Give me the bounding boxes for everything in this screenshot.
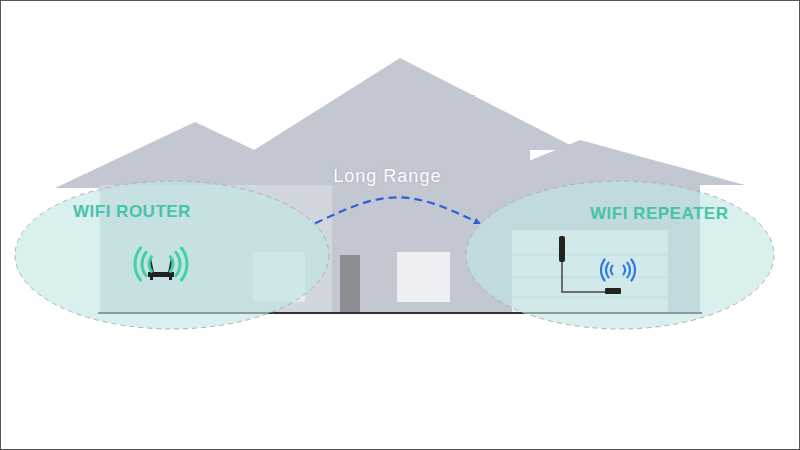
signal-wave — [170, 257, 173, 272]
signal-wave — [135, 248, 141, 280]
signal-wave — [627, 263, 630, 278]
door — [340, 255, 360, 313]
edge-label: Long Range — [333, 166, 441, 187]
zone-title: WIFI REPEATER — [590, 204, 728, 224]
signal-wave — [142, 252, 146, 275]
signal-wave — [181, 248, 187, 280]
signal-wave — [611, 266, 612, 275]
main-roof — [230, 58, 580, 165]
signal-wave — [601, 260, 605, 281]
roof-fill — [230, 150, 530, 190]
zone-title: WIFI ROUTER — [73, 202, 191, 222]
signal-wave — [606, 263, 609, 278]
coverage-zone: WIFI REPEATER — [465, 180, 775, 330]
right-window — [397, 252, 450, 302]
repeater-icon — [559, 236, 635, 294]
signal-arrow — [315, 197, 479, 223]
coverage-zone: WIFI ROUTER — [14, 180, 330, 330]
signal-wave — [176, 252, 180, 275]
signal-wave — [631, 260, 635, 281]
router-icon — [135, 248, 187, 280]
signal-wave — [149, 257, 152, 272]
zone-ellipse — [465, 180, 775, 330]
signal-wave — [624, 266, 625, 275]
